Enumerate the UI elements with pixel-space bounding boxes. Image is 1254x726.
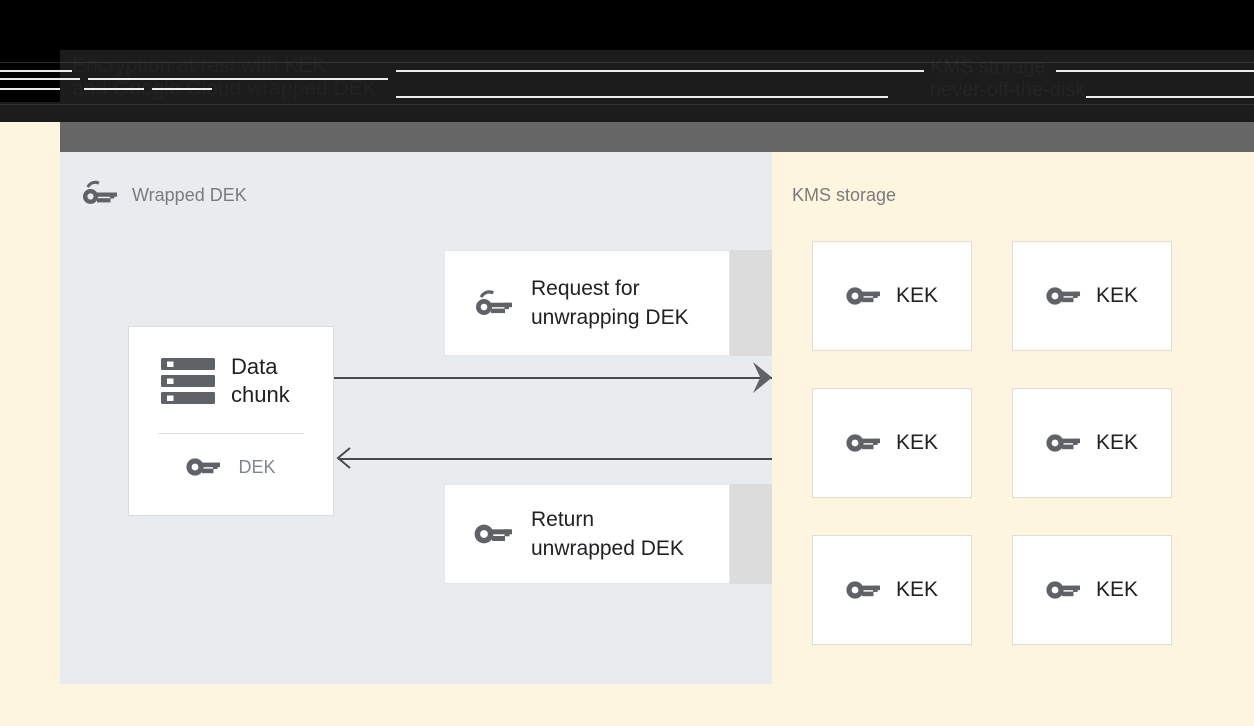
kek-label: KEK (1095, 284, 1139, 307)
key-icon (846, 285, 880, 307)
kek-label: KEK (895, 431, 939, 454)
arrow-from-kms-head (336, 447, 352, 469)
scanline (152, 88, 212, 90)
dek-label: DEK (238, 457, 276, 477)
arrow-from-kms (338, 458, 772, 460)
scanline (396, 96, 888, 98)
return-unwrapped-card[interactable]: Return unwrapped DEK (444, 484, 730, 584)
kek-box[interactable]: KEK (812, 388, 972, 498)
wrapped-dek-title: Wrapped DEK (132, 185, 247, 205)
scanline (88, 78, 388, 80)
kek-box[interactable]: KEK (1012, 241, 1172, 351)
kms-storage-title: KMS storage (792, 185, 897, 205)
arrow-to-kms (334, 377, 772, 379)
request-unwrapping-card[interactable]: Request for unwrapping DEK (444, 250, 730, 356)
data-chunk-row: Data chunk (129, 353, 333, 409)
key-icon (1046, 285, 1080, 307)
key-icon (846, 579, 880, 601)
key-icon (1046, 432, 1080, 454)
scanline (84, 88, 144, 90)
database-stack-icon (161, 356, 215, 406)
header-left-strip (0, 50, 60, 102)
scanline (0, 78, 80, 80)
wrapped-key-icon (473, 287, 513, 319)
key-icon (473, 521, 513, 547)
request-unwrapping-label: Request for unwrapping DEK (531, 277, 689, 329)
kek-box[interactable]: KEK (1012, 388, 1172, 498)
wrapped-key-icon (80, 178, 118, 208)
key-icon (1046, 579, 1080, 601)
kek-label: KEK (1095, 578, 1139, 601)
scanline (0, 104, 1254, 105)
scanline (0, 70, 72, 72)
key-icon (186, 456, 221, 478)
scanline (1056, 70, 1254, 72)
page-title: Encryption at rest with KEK and Google C… (72, 54, 377, 100)
key-icon (846, 432, 880, 454)
scanline (1086, 96, 1254, 98)
scanline (396, 70, 924, 72)
data-chunk-label: Data chunk (231, 354, 290, 407)
kek-box[interactable]: KEK (812, 241, 972, 351)
kek-label: KEK (895, 578, 939, 601)
scanline (0, 62, 1254, 63)
sub-header-notch (0, 122, 60, 152)
data-chunk-card[interactable]: Data chunk DEK (128, 326, 334, 516)
kek-grid: KEK KEK KEK (812, 241, 1172, 645)
return-unwrapped-label: Return unwrapped DEK (531, 508, 684, 560)
header-bar: Encryption at rest with KEK and Google C… (0, 0, 1254, 122)
card-divider (158, 433, 304, 434)
kek-label: KEK (895, 284, 939, 307)
kek-box[interactable]: KEK (1012, 535, 1172, 645)
scanline (0, 88, 60, 90)
kek-box[interactable]: KEK (812, 535, 972, 645)
header-right-label: KMS storage never-off-the-disk (930, 56, 1086, 101)
dek-row: DEK (186, 456, 276, 478)
sub-header-bar (0, 122, 1254, 152)
kek-label: KEK (1095, 431, 1139, 454)
